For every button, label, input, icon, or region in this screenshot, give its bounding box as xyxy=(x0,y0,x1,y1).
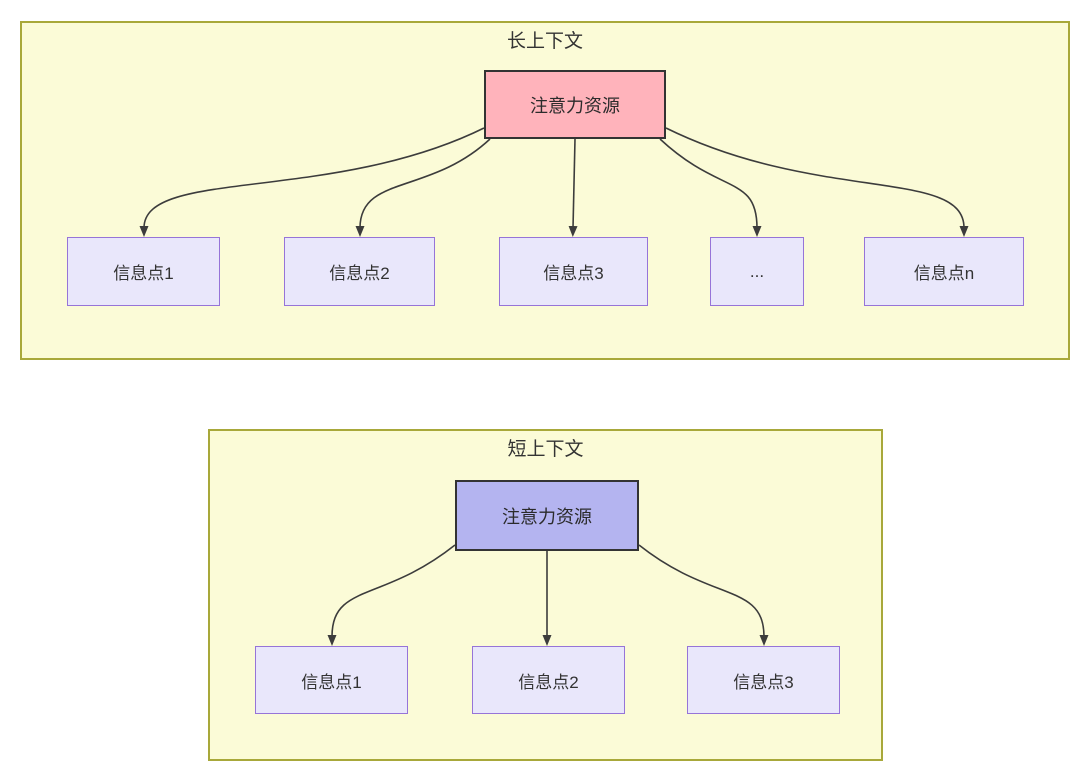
arrow-short-to-point1 xyxy=(327,544,456,646)
arrow-short-to-point3 xyxy=(638,544,769,646)
arrow-long-to-point2 xyxy=(355,138,491,237)
info-point-2-short: 信息点2 xyxy=(472,646,625,714)
arrow-long-to-point1 xyxy=(139,127,485,237)
arrow-long-to-ellipsis xyxy=(659,138,762,237)
long-context-title: 长上下文 xyxy=(506,31,583,52)
info-point-3-short: 信息点3 xyxy=(687,646,840,714)
info-point-ellipsis-long: ... xyxy=(710,237,804,306)
arrow-long-to-pointn xyxy=(665,127,969,237)
short-context-panel: 短上下文 注意力资源 信息点1 信息点2 信息点3 xyxy=(208,429,883,761)
long-context-panel: 长上下文 注意力资源 信息点1 信息点2 信息点3 ... 信息点n xyxy=(20,21,1070,360)
info-point-n-long: 信息点n xyxy=(864,237,1024,306)
info-point-2-long: 信息点2 xyxy=(284,237,435,306)
info-point-1-short: 信息点1 xyxy=(255,646,408,714)
info-point-1-long: 信息点1 xyxy=(67,237,220,306)
info-point-3-long: 信息点3 xyxy=(499,237,648,306)
short-context-title: 短上下文 xyxy=(507,439,584,460)
attention-resource-box-long: 注意力资源 xyxy=(484,70,666,139)
arrow-long-to-point3 xyxy=(568,138,578,237)
attention-resource-box-short: 注意力资源 xyxy=(455,480,639,551)
